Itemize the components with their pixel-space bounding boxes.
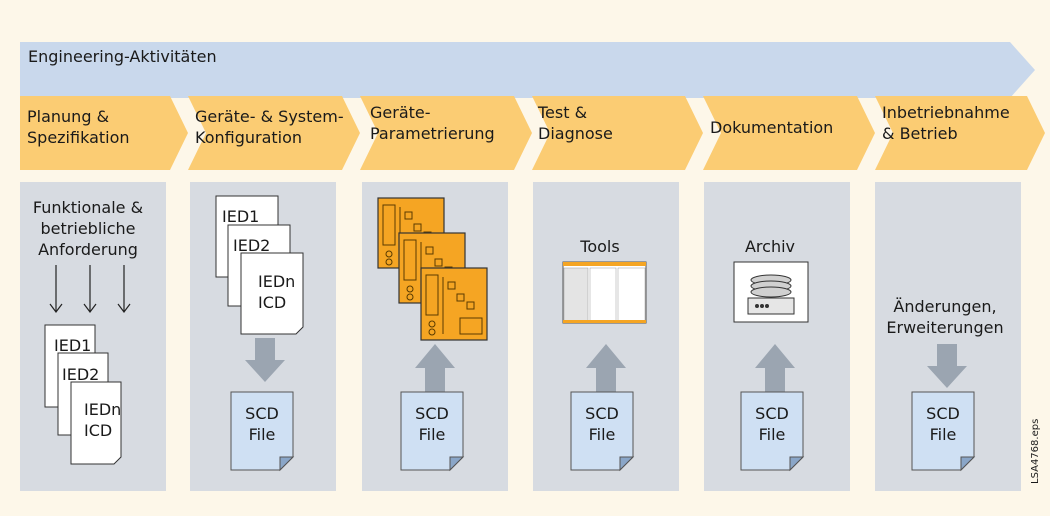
requirement-line3: Anforderung [38, 240, 138, 259]
icd-doc-stack-2 [215, 195, 304, 335]
phase-1-line2: Spezifikation [27, 128, 130, 147]
phase-4-line1: Test & [537, 103, 587, 122]
phase-chevron-5 [703, 96, 875, 170]
up-arrow-tools [586, 344, 626, 392]
phase-chevron-1 [20, 96, 188, 170]
archive-icon [733, 261, 809, 323]
phase-6-line2: & Betrieb [882, 124, 958, 143]
doc-ied1: IED1 [54, 336, 91, 355]
down-arrows [49, 265, 131, 313]
phase-chevron-2 [188, 96, 360, 170]
phase-chevron-4 [532, 96, 703, 170]
changes-line2: Erweiterungen [886, 318, 1003, 337]
down-arrow-to-scd [245, 338, 285, 382]
phase-4-line2: Diagnose [538, 124, 613, 143]
scd-file-doc [230, 391, 976, 472]
doc2-ied2: IED2 [233, 236, 270, 255]
icd-doc-stack-1 [44, 324, 122, 465]
scd-line1: SCD [245, 404, 279, 423]
doc-ied2: IED2 [62, 365, 99, 384]
up-arrow-params [415, 344, 455, 392]
scd-line2: File [419, 425, 446, 444]
phase-2-line2: Konfiguration [195, 128, 302, 147]
side-label: LSA4768.eps [1030, 419, 1041, 484]
scd-line2: File [930, 425, 957, 444]
scd-line2: File [589, 425, 616, 444]
tools-window-icon [562, 261, 647, 324]
phase-chevron-6 [875, 96, 1045, 170]
phase-3-line1: Geräte- [370, 103, 431, 122]
phase-chevron-3 [360, 96, 532, 170]
doc2-icd: ICD [258, 293, 286, 312]
archive-caption: Archiv [745, 237, 795, 256]
scd-line1: SCD [755, 404, 789, 423]
phase-1-line1: Planung & [27, 107, 109, 126]
scd-line2: File [249, 425, 276, 444]
doc2-ied1: IED1 [222, 207, 259, 226]
requirement-line2: betriebliche [41, 219, 136, 238]
scd-line1: SCD [415, 404, 449, 423]
scd-line1: SCD [585, 404, 619, 423]
down-arrow-changes [927, 344, 967, 388]
tools-caption: Tools [579, 237, 619, 256]
requirement-line1: Funktionale & [33, 198, 143, 217]
phase-2-line1: Geräte- & System- [195, 107, 344, 126]
doc2-iedn: IEDn [258, 272, 295, 291]
changes-line1: Änderungen, [893, 297, 996, 316]
scd-line1: SCD [926, 404, 960, 423]
doc-icd: ICD [84, 421, 112, 440]
banner-arrow [20, 42, 1035, 98]
phase-3-line2: Parametrierung [370, 124, 495, 143]
banner-label: Engineering-Aktivitäten [28, 47, 217, 66]
phase-6-line1: Inbetriebnahme [882, 103, 1010, 122]
scd-line2: File [759, 425, 786, 444]
doc-iedn: IEDn [84, 400, 121, 419]
up-arrow-archive [755, 344, 795, 392]
device-stack [377, 197, 488, 341]
phase-5-line1: Dokumentation [710, 118, 833, 137]
